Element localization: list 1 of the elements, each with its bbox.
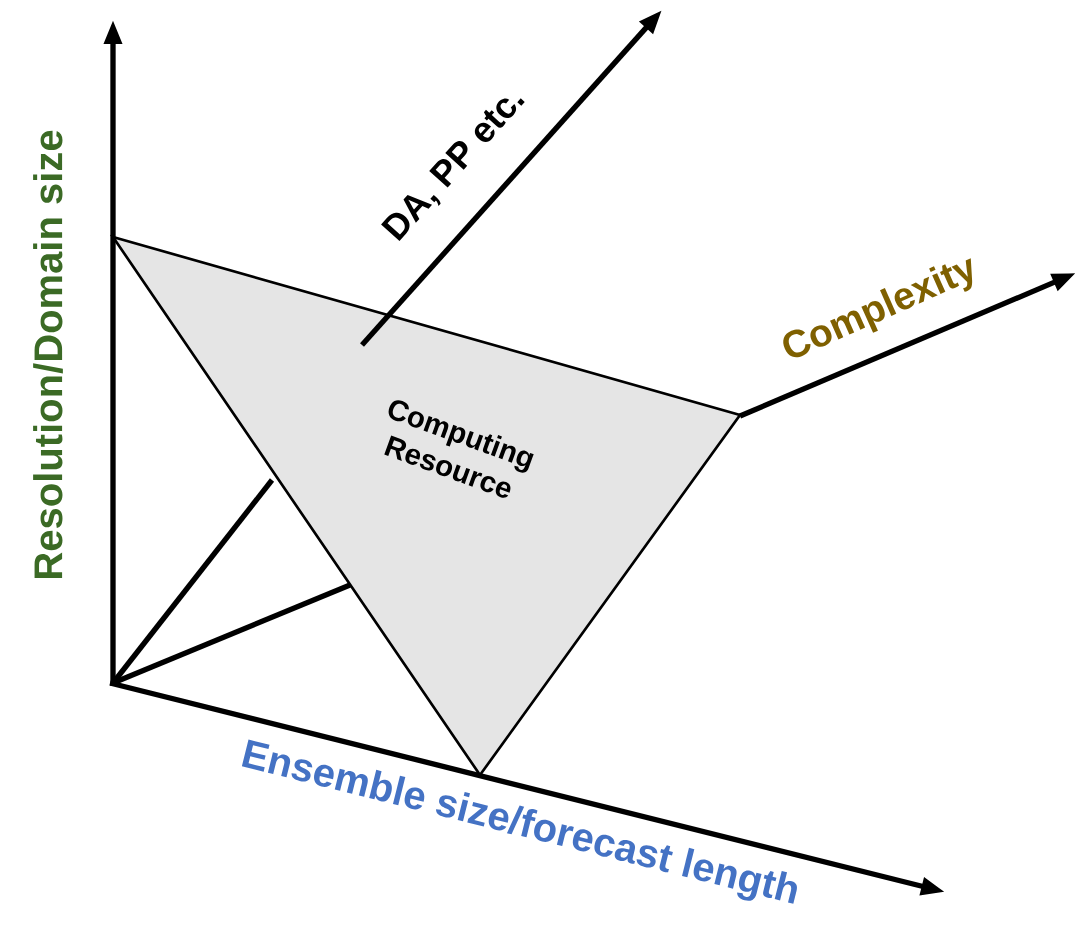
axis-label: Resolution/Domain size: [33, 130, 63, 578]
